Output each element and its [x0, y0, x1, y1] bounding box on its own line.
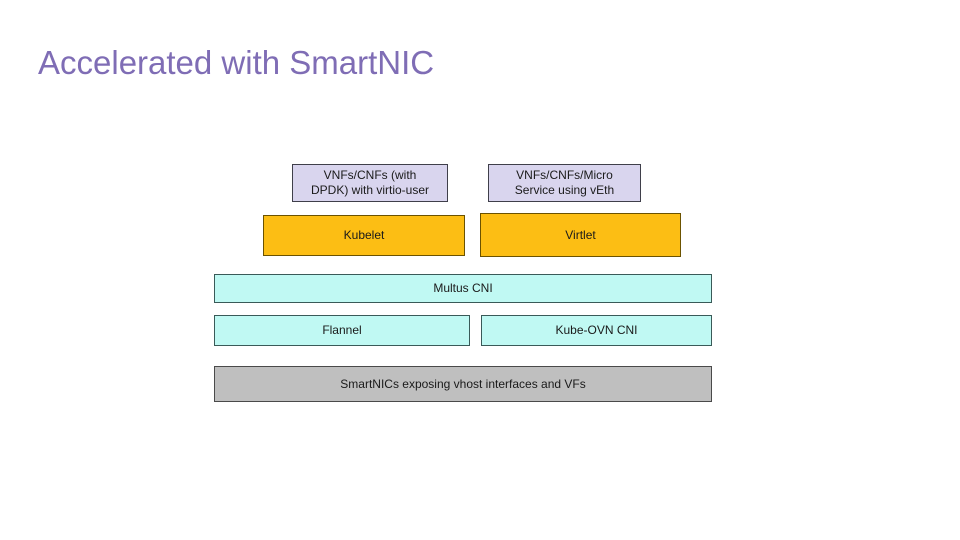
diagram-box-label: VNFs/CNFs (with DPDK) with virtio-user	[310, 168, 430, 197]
diagram-box-label: Flannel	[322, 323, 362, 337]
page-title: Accelerated with SmartNIC	[38, 44, 435, 81]
diagram-box-kube-ovn-cni[interactable]: Kube-OVN CNI	[481, 315, 712, 346]
diagram-box-label: Kubelet	[343, 228, 385, 242]
diagram-box-label: Multus CNI	[433, 281, 493, 295]
diagram-box-label: Virtlet	[565, 227, 596, 242]
diagram-box-kubelet[interactable]: Kubelet	[263, 215, 465, 256]
diagram-box-label: SmartNICs exposing vhost interfaces and …	[340, 376, 586, 391]
diagram-box-smartnics[interactable]: SmartNICs exposing vhost interfaces and …	[214, 366, 712, 402]
diagram-box-vnf-micro[interactable]: VNFs/CNFs/Micro Service using vEth	[488, 164, 641, 202]
diagram-box-label: Kube-OVN CNI	[555, 323, 638, 337]
diagram-box-multus-cni[interactable]: Multus CNI	[214, 274, 712, 303]
diagram-box-virtlet[interactable]: Virtlet	[480, 213, 681, 257]
diagram-box-label: VNFs/CNFs/Micro Service using vEth	[514, 168, 615, 197]
diagram-box-vnf-dpdk[interactable]: VNFs/CNFs (with DPDK) with virtio-user	[292, 164, 448, 202]
diagram-box-flannel[interactable]: Flannel	[214, 315, 470, 346]
